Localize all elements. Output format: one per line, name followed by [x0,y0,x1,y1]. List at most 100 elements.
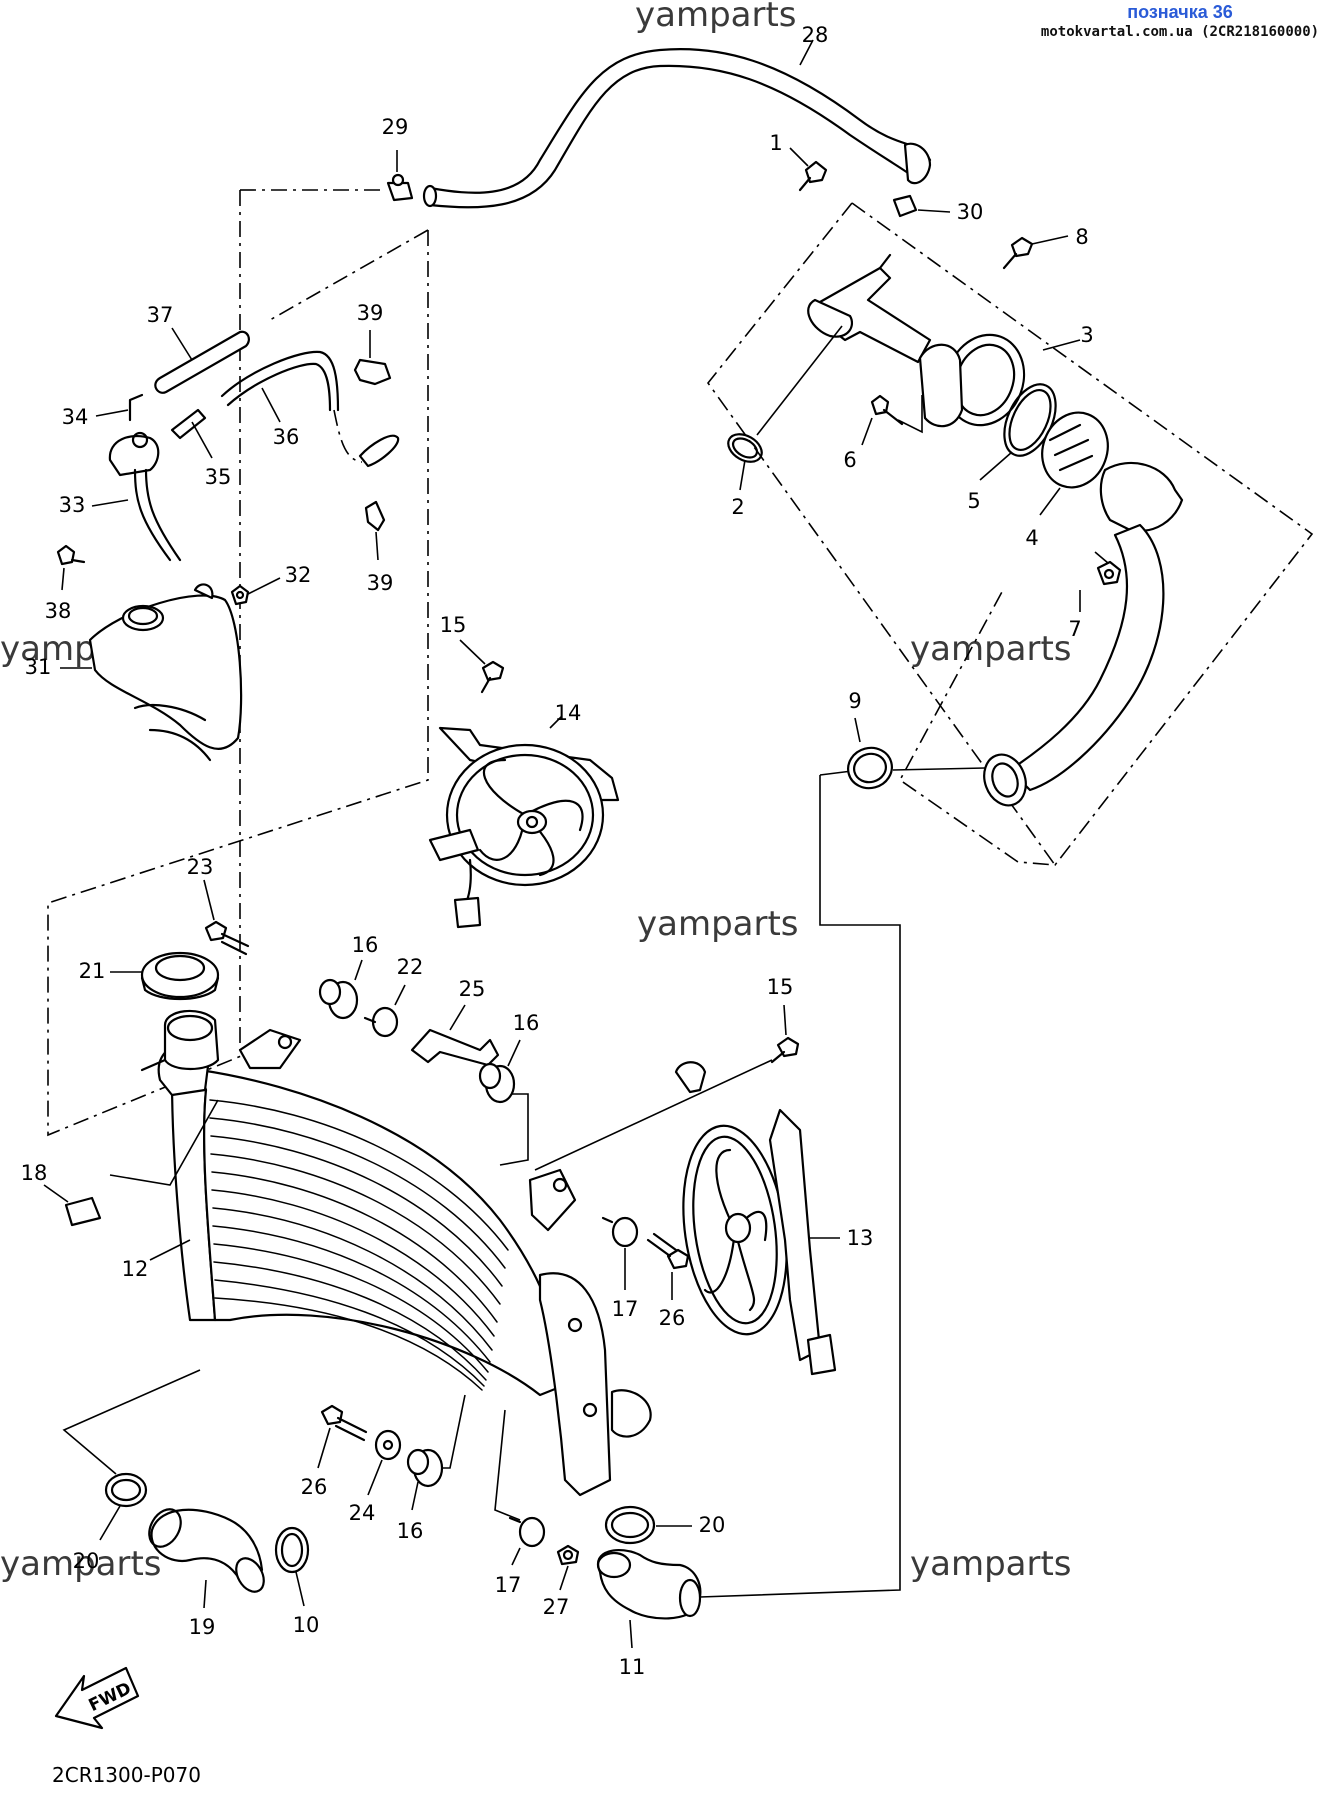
callout-25: 25 [459,977,486,1001]
callout-7: 7 [1068,617,1081,641]
callout-34: 34 [62,405,89,429]
bolt-8 [1002,235,1069,270]
watermark-bottom-right: yamparts [910,1544,1072,1584]
grommet-16-lower [406,1394,466,1511]
callout-28: 28 [802,23,829,47]
bolt-1 [789,147,828,192]
clamp-9 [847,717,986,790]
hose-37 [154,327,250,394]
radiator-12 [109,1009,652,1497]
hose-36 [220,350,400,468]
hose-11 [596,1548,702,1649]
watermark-center: yamparts [637,904,799,944]
thermostat-4 [1039,411,1109,516]
reservoir-tank-31 [60,583,243,762]
callout-20a: 20 [699,1513,726,1537]
bolt-26-right [646,1232,690,1300]
o-ring-2 [727,325,843,491]
watermark-top: yamparts [635,0,797,35]
bolt-15-right [534,1004,800,1171]
fan-14 [428,715,620,929]
callout-15b: 15 [767,975,794,999]
callout-8: 8 [1075,225,1088,249]
callout-17b: 17 [495,1573,522,1597]
watermark-bottom-left: yamparts [0,1544,162,1584]
callout-10: 10 [293,1613,320,1637]
clamp-20-left [62,1369,201,1541]
washer-24 [367,1429,402,1496]
collar-17-right [601,1216,639,1290]
fan-13 [674,1061,840,1376]
callout-1: 1 [769,131,782,155]
nut-7 [1079,551,1122,612]
callout-16a: 16 [352,933,379,957]
marker-title: позначка 36 [1127,2,1233,22]
watermark-right: yamparts [910,629,1072,669]
clamp-10 [274,1526,310,1607]
breather-hose-28 [422,39,932,209]
callout-31: 31 [25,655,52,679]
callout-16c: 16 [397,1519,424,1543]
callout-21: 21 [79,959,106,983]
grommet-16-upper [318,959,363,1020]
callout-20b: 20 [73,1549,100,1573]
fwd-arrow: FWD [54,1666,140,1730]
callout-36: 36 [273,425,300,449]
bolt-6 [861,394,923,446]
callout-26b: 26 [301,1475,328,1499]
collar-22 [363,984,406,1038]
callout-32: 32 [285,563,312,587]
hose-19 [148,1508,265,1609]
clamp-30 [892,194,951,218]
cap-hose-33 [91,431,182,562]
assembly-outlines [47,189,1314,1598]
bolt-15-upper [459,639,505,694]
nut-32 [230,577,281,606]
callout-39a: 39 [357,301,384,325]
callout-29: 29 [382,115,409,139]
clamp-29 [386,150,414,202]
callout-24: 24 [349,1501,376,1525]
callout-22: 22 [397,955,424,979]
callout-9: 9 [848,689,861,713]
bracket-25 [410,1004,500,1067]
bolt-23 [203,879,250,956]
callout-33: 33 [59,493,86,517]
pipe-34 [95,393,144,422]
callout-27: 27 [543,1595,570,1619]
callout-2: 2 [731,495,744,519]
callout-4: 4 [1025,526,1038,550]
callout-23: 23 [187,855,214,879]
nut-27 [556,1544,580,1591]
thermostat-housing-3 [807,253,1081,428]
callout-26a: 26 [659,1306,686,1330]
collar-17-lower [494,1409,546,1566]
joint-35 [170,408,213,459]
grommet-16-mid [478,1039,529,1166]
callout-39b: 39 [367,571,394,595]
diagram-code: 2CR1300-P070 [52,1763,201,1787]
outlet-pipe [983,461,1184,807]
callout-38: 38 [45,599,72,623]
clamp-20-right [604,1505,692,1545]
callout-11: 11 [619,1655,646,1679]
callout-30: 30 [957,200,984,224]
callout-13: 13 [847,1226,874,1250]
clip-39-upper [353,330,392,386]
callout-16b: 16 [513,1011,540,1035]
callout-37: 37 [147,303,174,327]
bolt-26-lower [317,1404,368,1469]
pad-18 [43,1184,102,1227]
radiator-cap-21 [110,951,220,1000]
callout-17a: 17 [612,1297,639,1321]
bolt-38 [56,544,86,591]
callout-5: 5 [967,489,980,513]
marker-subtitle: motokvartal.com.ua (2CR218160000) [1040,24,1320,40]
callout-14: 14 [555,701,582,725]
callout-12: 12 [122,1257,149,1281]
callout-15a: 15 [440,613,467,637]
callout-6: 6 [843,448,856,472]
clip-39-lower [364,500,386,561]
